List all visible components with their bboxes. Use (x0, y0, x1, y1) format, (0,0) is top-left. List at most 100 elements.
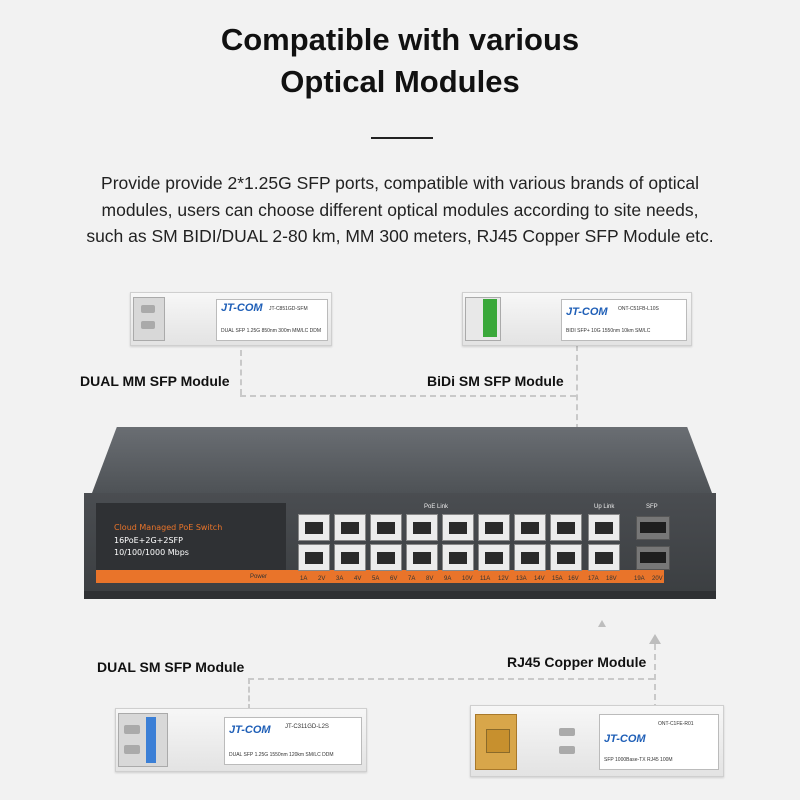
port-number: 1A (300, 576, 308, 582)
label-rj45: RJ45 Copper Module (507, 654, 647, 670)
rj45-port-12[interactable] (478, 544, 510, 571)
label-dual-mm: DUAL MM SFP Module (80, 373, 230, 389)
rj45-connector-icon (475, 714, 517, 770)
rj45-port-1[interactable] (298, 514, 330, 541)
rj45-port-13[interactable] (514, 514, 546, 541)
page-title-line1: Compatible with various (220, 22, 580, 57)
module-sticker: JT-COM ONT-C1FE-R01 SFP 1000Base-TX RJ45… (599, 714, 719, 770)
port-number: 5A (372, 576, 380, 582)
rj45-port-10[interactable] (442, 544, 474, 571)
description-line2: modules, users can choose different opti… (101, 199, 699, 220)
port-number: 16V (568, 576, 579, 582)
module-spec: BIDI SFP+ 10G 1550nm 10km SM/LC (566, 328, 651, 334)
poe-link-label: PoE Link (424, 504, 449, 510)
port-number: 14V (534, 576, 545, 582)
green-latch-icon (483, 299, 497, 337)
module-port-hole (141, 321, 155, 329)
rj45-port-9[interactable] (442, 514, 474, 541)
module-model: ONT-C1FE-R01 (658, 721, 694, 727)
arrow-up-icon (649, 634, 661, 644)
title-divider (371, 137, 433, 139)
dual-mm-sfp-module: JT-COM JT-C851GD-SFM DUAL SFP 1.25G 850n… (130, 292, 332, 346)
port-number: 7A (408, 576, 416, 582)
module-port-hole (559, 746, 575, 754)
connector-bidi-sm (576, 345, 578, 430)
module-model: JT-C851GD-SFM (269, 306, 308, 312)
rj45-jack (486, 729, 510, 753)
port-number: 19A (634, 576, 645, 582)
switch-info-panel: Cloud Managed PoE Switch 16PoE+2G+2SFP 1… (96, 503, 286, 571)
port-number: 13A (516, 576, 527, 582)
port-number: 2V (318, 576, 326, 582)
label-bidi-sm: BiDi SM SFP Module (427, 373, 564, 389)
module-port-hole (141, 305, 155, 313)
power-label: Power (250, 574, 268, 580)
connector-bottom-horizontal (248, 678, 654, 680)
rj45-port-4[interactable] (334, 544, 366, 571)
bidi-sm-sfp-module: JT-COM ONT-C51FB-L10S BIDI SFP+ 10G 1550… (462, 292, 692, 346)
page-title-line2: Optical Modules (280, 64, 520, 99)
module-latch (118, 713, 168, 767)
arrow-up-small-icon (598, 620, 606, 627)
sfp-port-19[interactable] (636, 516, 670, 540)
uplink-label: Up Link (594, 504, 615, 510)
module-port-hole (124, 725, 140, 734)
module-spec: DUAL SFP 1.25G 850nm 300m MM/LC DDM (221, 328, 322, 334)
rj45-port-7[interactable] (406, 514, 438, 541)
port-number: 4V (354, 576, 362, 582)
switch-ports-spec: 16PoE+2G+2SFP (114, 536, 183, 545)
rj45-port-3[interactable] (334, 514, 366, 541)
uplink-port-18[interactable] (588, 544, 620, 571)
blue-latch-icon (146, 717, 156, 763)
port-number: 17A (588, 576, 599, 582)
sfp-label: SFP (646, 504, 658, 510)
module-sticker: JT-COM JT-C851GD-SFM DUAL SFP 1.25G 850n… (216, 299, 328, 341)
module-model: JT-C311GD-L2S (285, 724, 329, 730)
port-number: 6V (390, 576, 398, 582)
port-number: 15A (552, 576, 563, 582)
connector-rj45 (654, 644, 656, 710)
module-port-hole (559, 728, 575, 736)
description-line1: Provide provide 2*1.25G SFP ports, compa… (101, 173, 699, 193)
module-port-hole (124, 745, 140, 754)
description: Provide provide 2*1.25G SFP ports, compa… (40, 170, 760, 250)
switch-accent-strip (96, 570, 664, 583)
rj45-port-6[interactable] (370, 544, 402, 571)
rj45-port-8[interactable] (406, 544, 438, 571)
brand-logo: JT-COM (604, 733, 646, 745)
sfp-port-20[interactable] (636, 546, 670, 570)
rj45-port-14[interactable] (514, 544, 546, 571)
brand-logo: JT-COM (229, 724, 271, 736)
connector-dual-sm (248, 678, 250, 710)
module-latch (133, 297, 165, 341)
rj45-port-16[interactable] (550, 544, 582, 571)
port-number: 9A (444, 576, 452, 582)
module-sticker: JT-COM JT-C311GD-L2S DUAL SFP 1.25G 1550… (224, 717, 362, 765)
rj45-port-5[interactable] (370, 514, 402, 541)
connector-dual-mm (240, 350, 242, 395)
switch-base (84, 591, 716, 599)
module-sticker: JT-COM ONT-C51FB-L10S BIDI SFP+ 10G 1550… (561, 299, 687, 341)
port-number: 3A (336, 576, 344, 582)
rj45-port-15[interactable] (550, 514, 582, 541)
rj45-port-2[interactable] (298, 544, 330, 571)
module-spec: DUAL SFP 1.25G 1550nm 120km SM/LC DDM (229, 752, 334, 758)
port-number: 20V (652, 576, 663, 582)
dual-sm-sfp-module: JT-COM JT-C311GD-L2S DUAL SFP 1.25G 1550… (115, 708, 367, 772)
rj45-copper-module: JT-COM ONT-C1FE-R01 SFP 1000Base-TX RJ45… (470, 705, 724, 777)
switch-top-surface (92, 427, 712, 493)
connector-top-horizontal (240, 395, 576, 397)
switch-speed: 10/100/1000 Mbps (114, 548, 189, 557)
port-number: 18V (606, 576, 617, 582)
switch-product-name: Cloud Managed PoE Switch (114, 523, 223, 532)
label-dual-sm: DUAL SM SFP Module (97, 659, 245, 675)
port-number: 12V (498, 576, 509, 582)
module-model: ONT-C51FB-L10S (618, 306, 659, 312)
uplink-port-17[interactable] (588, 514, 620, 541)
port-number: 8V (426, 576, 434, 582)
port-number: 10V (462, 576, 473, 582)
brand-logo: JT-COM (566, 306, 608, 318)
description-line3: such as SM BIDI/DUAL 2-80 km, MM 300 met… (86, 226, 714, 246)
rj45-port-11[interactable] (478, 514, 510, 541)
module-spec: SFP 1000Base-TX RJ45 100M (604, 757, 673, 763)
